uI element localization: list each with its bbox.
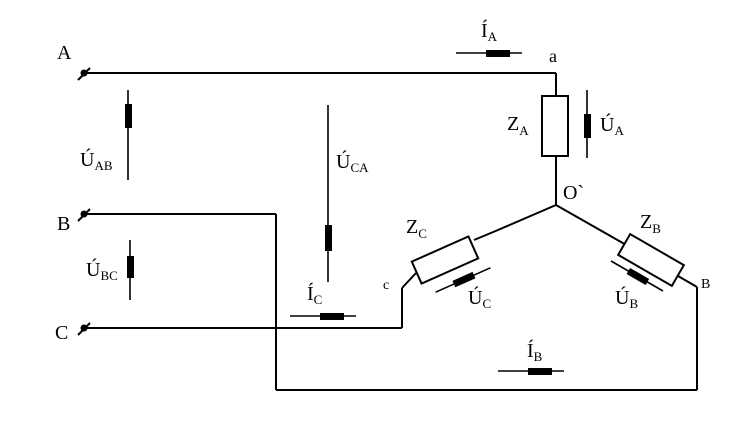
voltage-arrow-uab bbox=[125, 90, 132, 180]
current-arrow-ib bbox=[498, 368, 564, 375]
label-uca: ÚCA bbox=[336, 149, 369, 175]
label-zc: ZC bbox=[406, 216, 427, 241]
node-label-a-lower: a bbox=[549, 46, 557, 66]
node-label-b-lower: B bbox=[701, 277, 710, 292]
voltage-arrow-ua bbox=[584, 90, 591, 158]
node-label-c-lower: c bbox=[383, 278, 389, 293]
current-arrow-ia bbox=[456, 50, 522, 57]
label-zb: ZB bbox=[640, 211, 661, 236]
neutral-label: O` bbox=[563, 182, 584, 204]
node-label-a: A bbox=[57, 42, 72, 64]
impedance-zb bbox=[616, 232, 686, 288]
star-connection bbox=[473, 204, 629, 247]
line-b bbox=[77, 208, 697, 391]
label-ib: ÍB bbox=[527, 339, 543, 364]
line-a bbox=[77, 67, 557, 96]
voltage-arrow-ub bbox=[610, 260, 664, 292]
impedance-za bbox=[541, 95, 569, 157]
label-uc: ÚC bbox=[468, 285, 491, 311]
label-ua: ÚA bbox=[600, 112, 624, 138]
impedance-zc bbox=[410, 235, 480, 285]
voltage-arrow-uca bbox=[325, 105, 332, 282]
node-label-b: B bbox=[57, 213, 70, 235]
voltage-arrow-ubc bbox=[127, 240, 134, 300]
label-za: ZA bbox=[507, 113, 529, 138]
label-ub: ÚB bbox=[615, 285, 638, 311]
current-arrow-ic bbox=[290, 313, 356, 320]
label-uab: ÚAB bbox=[80, 147, 113, 173]
label-ic: ÍC bbox=[307, 282, 322, 307]
line-c bbox=[77, 322, 402, 336]
node-label-c: C bbox=[55, 322, 68, 344]
label-ia: ÍA bbox=[481, 19, 498, 44]
label-ubc: ÚBC bbox=[86, 257, 118, 283]
voltage-arrow-uc bbox=[435, 267, 491, 293]
